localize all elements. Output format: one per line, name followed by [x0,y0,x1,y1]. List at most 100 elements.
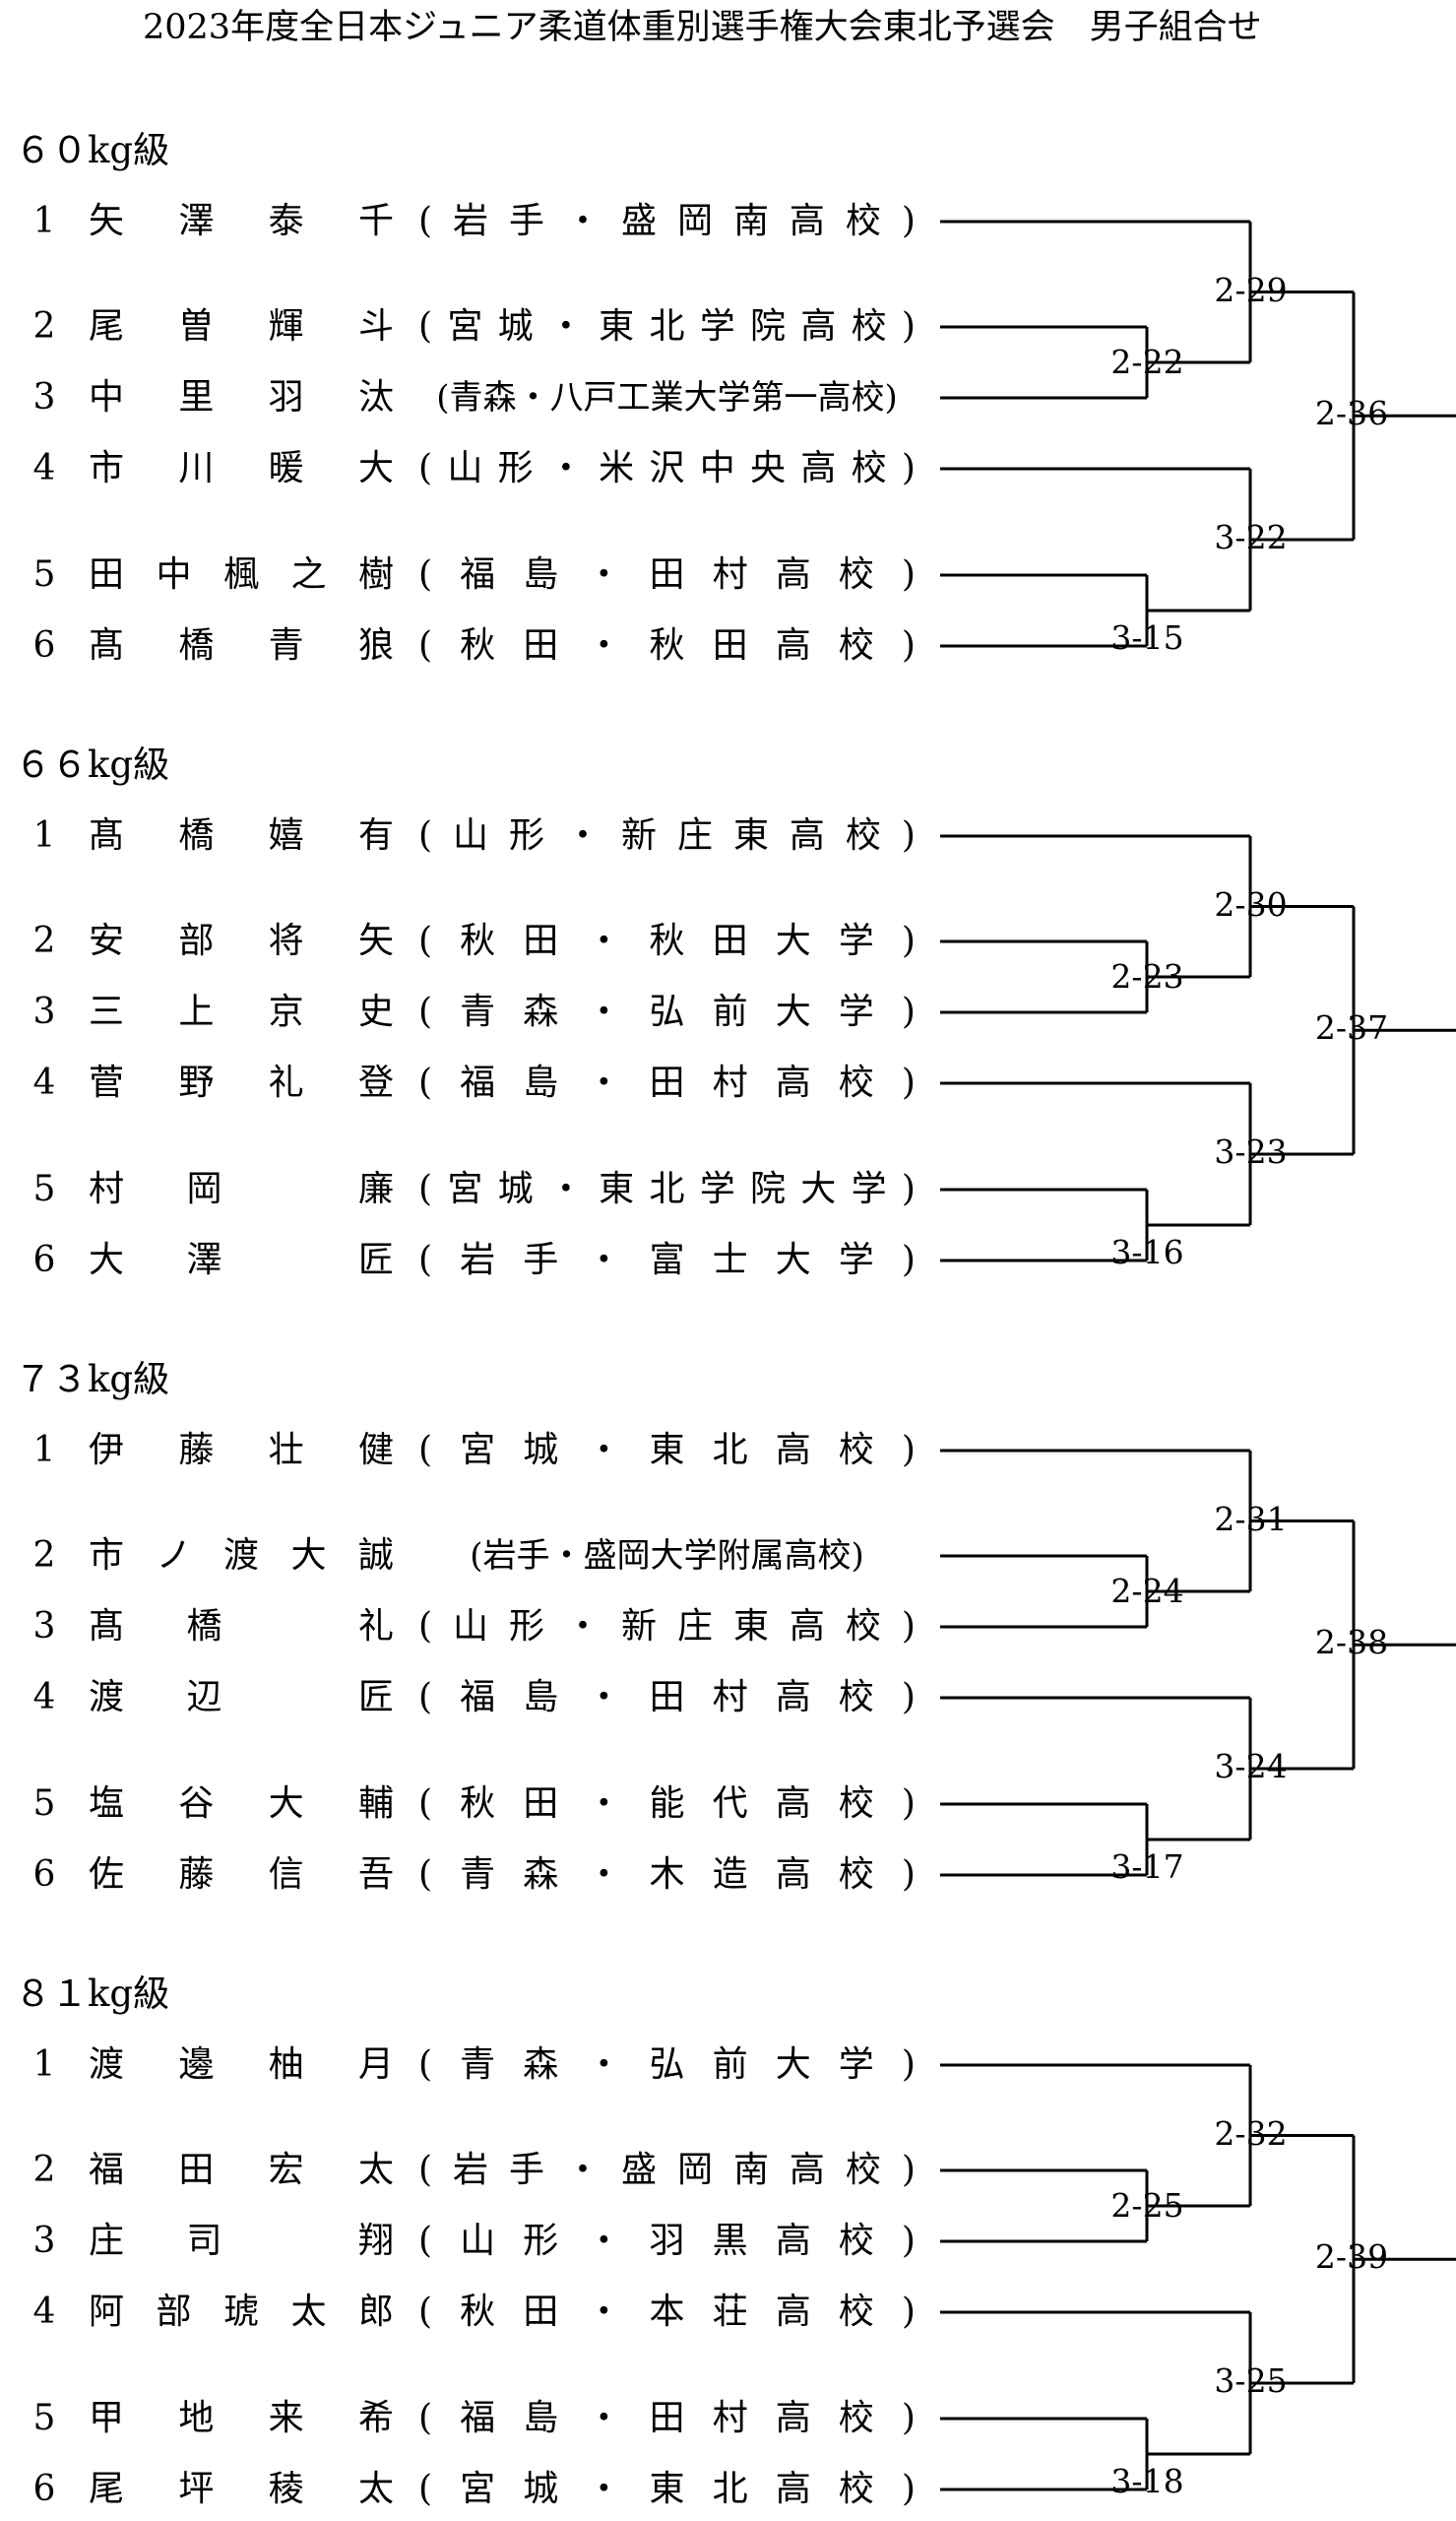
match-label: 2-37 [1314,1008,1389,1048]
competitor-name: 渡邊柚月 [89,2044,394,2085]
seed-number: 1 [32,815,56,856]
competitor-affiliation: (青森・弘前大学) [418,992,916,1032]
match-label: 3-17 [1110,1847,1184,1886]
competitor-affiliation: (福島・田村高校) [418,554,916,595]
competitor-affiliation: (岩手・盛岡南高校) [418,2150,916,2190]
competitor-affiliation: (山形・新庄東高校) [418,815,916,856]
match-label: 2-29 [1214,270,1288,309]
competitor-affiliation: (秋田・本荘高校) [418,2292,916,2332]
competitor-affiliation: (秋田・秋田大学) [418,921,916,961]
category-heading: ６０kg級 [15,129,170,171]
seed-number: 6 [32,2469,56,2509]
category-heading: ８１kg級 [15,1972,170,2015]
competitor-affiliation: (福島・田村高校) [418,1677,916,1717]
competitor-name: 渡辺 匠 [89,1677,394,1717]
competitor-name: 阿部琥太郎 [89,2292,394,2332]
competitor-affiliation: (秋田・能代高校) [418,1783,916,1824]
seed-number: 3 [32,1606,56,1647]
competitor-affiliation: (岩手・富士大学) [418,1240,916,1280]
match-label: 2-25 [1110,2186,1184,2225]
competitor-affiliation: (山形・米沢中央高校) [418,448,916,488]
competitor-affiliation: (青森・木造高校) [418,1854,916,1895]
match-label: 3-15 [1110,618,1184,657]
seed-number: 6 [32,625,56,666]
competitor-name: 市ノ渡大誠 [89,1535,394,1576]
seed-number: 1 [32,1430,56,1470]
competitor-name: 尾曽輝斗 [89,306,394,347]
seed-number: 6 [32,1854,56,1895]
match-label: 3-22 [1214,518,1288,556]
match-label: 3-18 [1110,2462,1184,2500]
match-label: 2-39 [1314,2237,1389,2277]
competitor-affiliation: (宮城・東北高校) [418,1430,916,1470]
competitor-name: 安部将矢 [89,921,394,961]
seed-number: 2 [32,1535,56,1576]
seed-number: 4 [32,1063,56,1103]
match-label: 2-23 [1110,957,1184,996]
competitor-row: 6 尾坪稜太 (宮城・東北高校) [0,2465,935,2514]
match-label: 3-24 [1214,1747,1288,1785]
competitor-row: 6 大澤 匠 (岩手・富士大学) [0,1236,935,1285]
competitor-name: 大澤 匠 [89,1240,394,1280]
competitor-name: 甲地来希 [89,2398,394,2438]
seed-number: 5 [32,554,56,595]
competitor-name: 菅野礼登 [89,1063,394,1103]
seed-number: 2 [32,2150,56,2190]
competitor-name: 福田宏太 [89,2150,394,2190]
competitor-affiliation: (山形・羽黒高校) [418,2221,916,2261]
competitor-affiliation: (秋田・秋田高校) [418,625,916,666]
competitor-affiliation: (福島・田村高校) [418,2398,916,2438]
competitor-name: 髙橋青狼 [89,625,394,666]
match-label: 2-31 [1214,1499,1288,1538]
match-label: 3-25 [1214,2361,1288,2400]
competitor-row: 2 福田宏太 (岩手・盛岡南高校) [0,2146,935,2195]
competitor-name: 佐藤信吾 [89,1854,394,1895]
competitor-name: 髙橋嬉有 [89,815,394,856]
category-heading: ６６kg級 [15,743,170,786]
competitor-name: 市川暖大 [89,448,394,488]
competitor-affiliation: (青森・弘前大学) [418,2044,916,2085]
competitor-name: 中里羽汰 [89,377,394,418]
seed-number: 1 [32,2044,56,2085]
match-label: 3-23 [1214,1132,1288,1171]
seed-number: 5 [32,2398,56,2438]
competitor-affiliation: (宮城・東北高校) [418,2469,916,2509]
competitor-name: 矢澤泰千 [89,201,394,241]
competitor-name: 庄司 翔 [89,2221,394,2261]
match-label: 2-32 [1214,2113,1288,2153]
competitor-affiliation: (山形・新庄東高校) [418,1606,916,1647]
competitor-affiliation: (岩手・盛岡南高校) [418,201,916,241]
competitor-affiliation: (福島・田村高校) [418,1063,916,1103]
seed-number: 5 [32,1169,56,1209]
match-label: 3-16 [1110,1233,1184,1271]
competitor-affiliation: (宮城・東北学院大学) [418,1169,916,1209]
match-label: 2-36 [1314,394,1389,433]
seed-number: 3 [32,2221,56,2261]
competitor-affiliation: (青森・八戸工業大学第一高校) [436,378,898,418]
competitor-row: 5 村岡 廉 (宮城・東北学院大学) [0,1165,935,1214]
match-label: 2-22 [1110,343,1184,381]
competitor-row: 1 矢澤泰千 (岩手・盛岡南高校) [0,197,935,246]
seed-number: 4 [32,448,56,488]
competitor-row: 3 庄司 翔 (山形・羽黒高校) [0,2217,935,2266]
competitor-name: 尾坪稜太 [89,2469,394,2509]
competitor-row: 6 佐藤信吾 (青森・木造高校) [0,1850,935,1900]
match-label: 2-24 [1110,1572,1184,1610]
page-title: 2023年度全日本ジュニア柔道体重別選手権大会東北予選会 男子組合せ [143,8,1262,47]
competitor-name: 村岡 廉 [89,1169,394,1209]
competitor-row: 4 菅野礼登 (福島・田村高校) [0,1059,935,1108]
competitor-name: 伊藤壮健 [89,1430,394,1470]
competitor-row: 1 伊藤壮健 (宮城・東北高校) [0,1426,935,1475]
seed-number: 6 [32,1240,56,1280]
category-heading: ７３kg級 [15,1358,170,1400]
seed-number: 1 [32,201,56,241]
